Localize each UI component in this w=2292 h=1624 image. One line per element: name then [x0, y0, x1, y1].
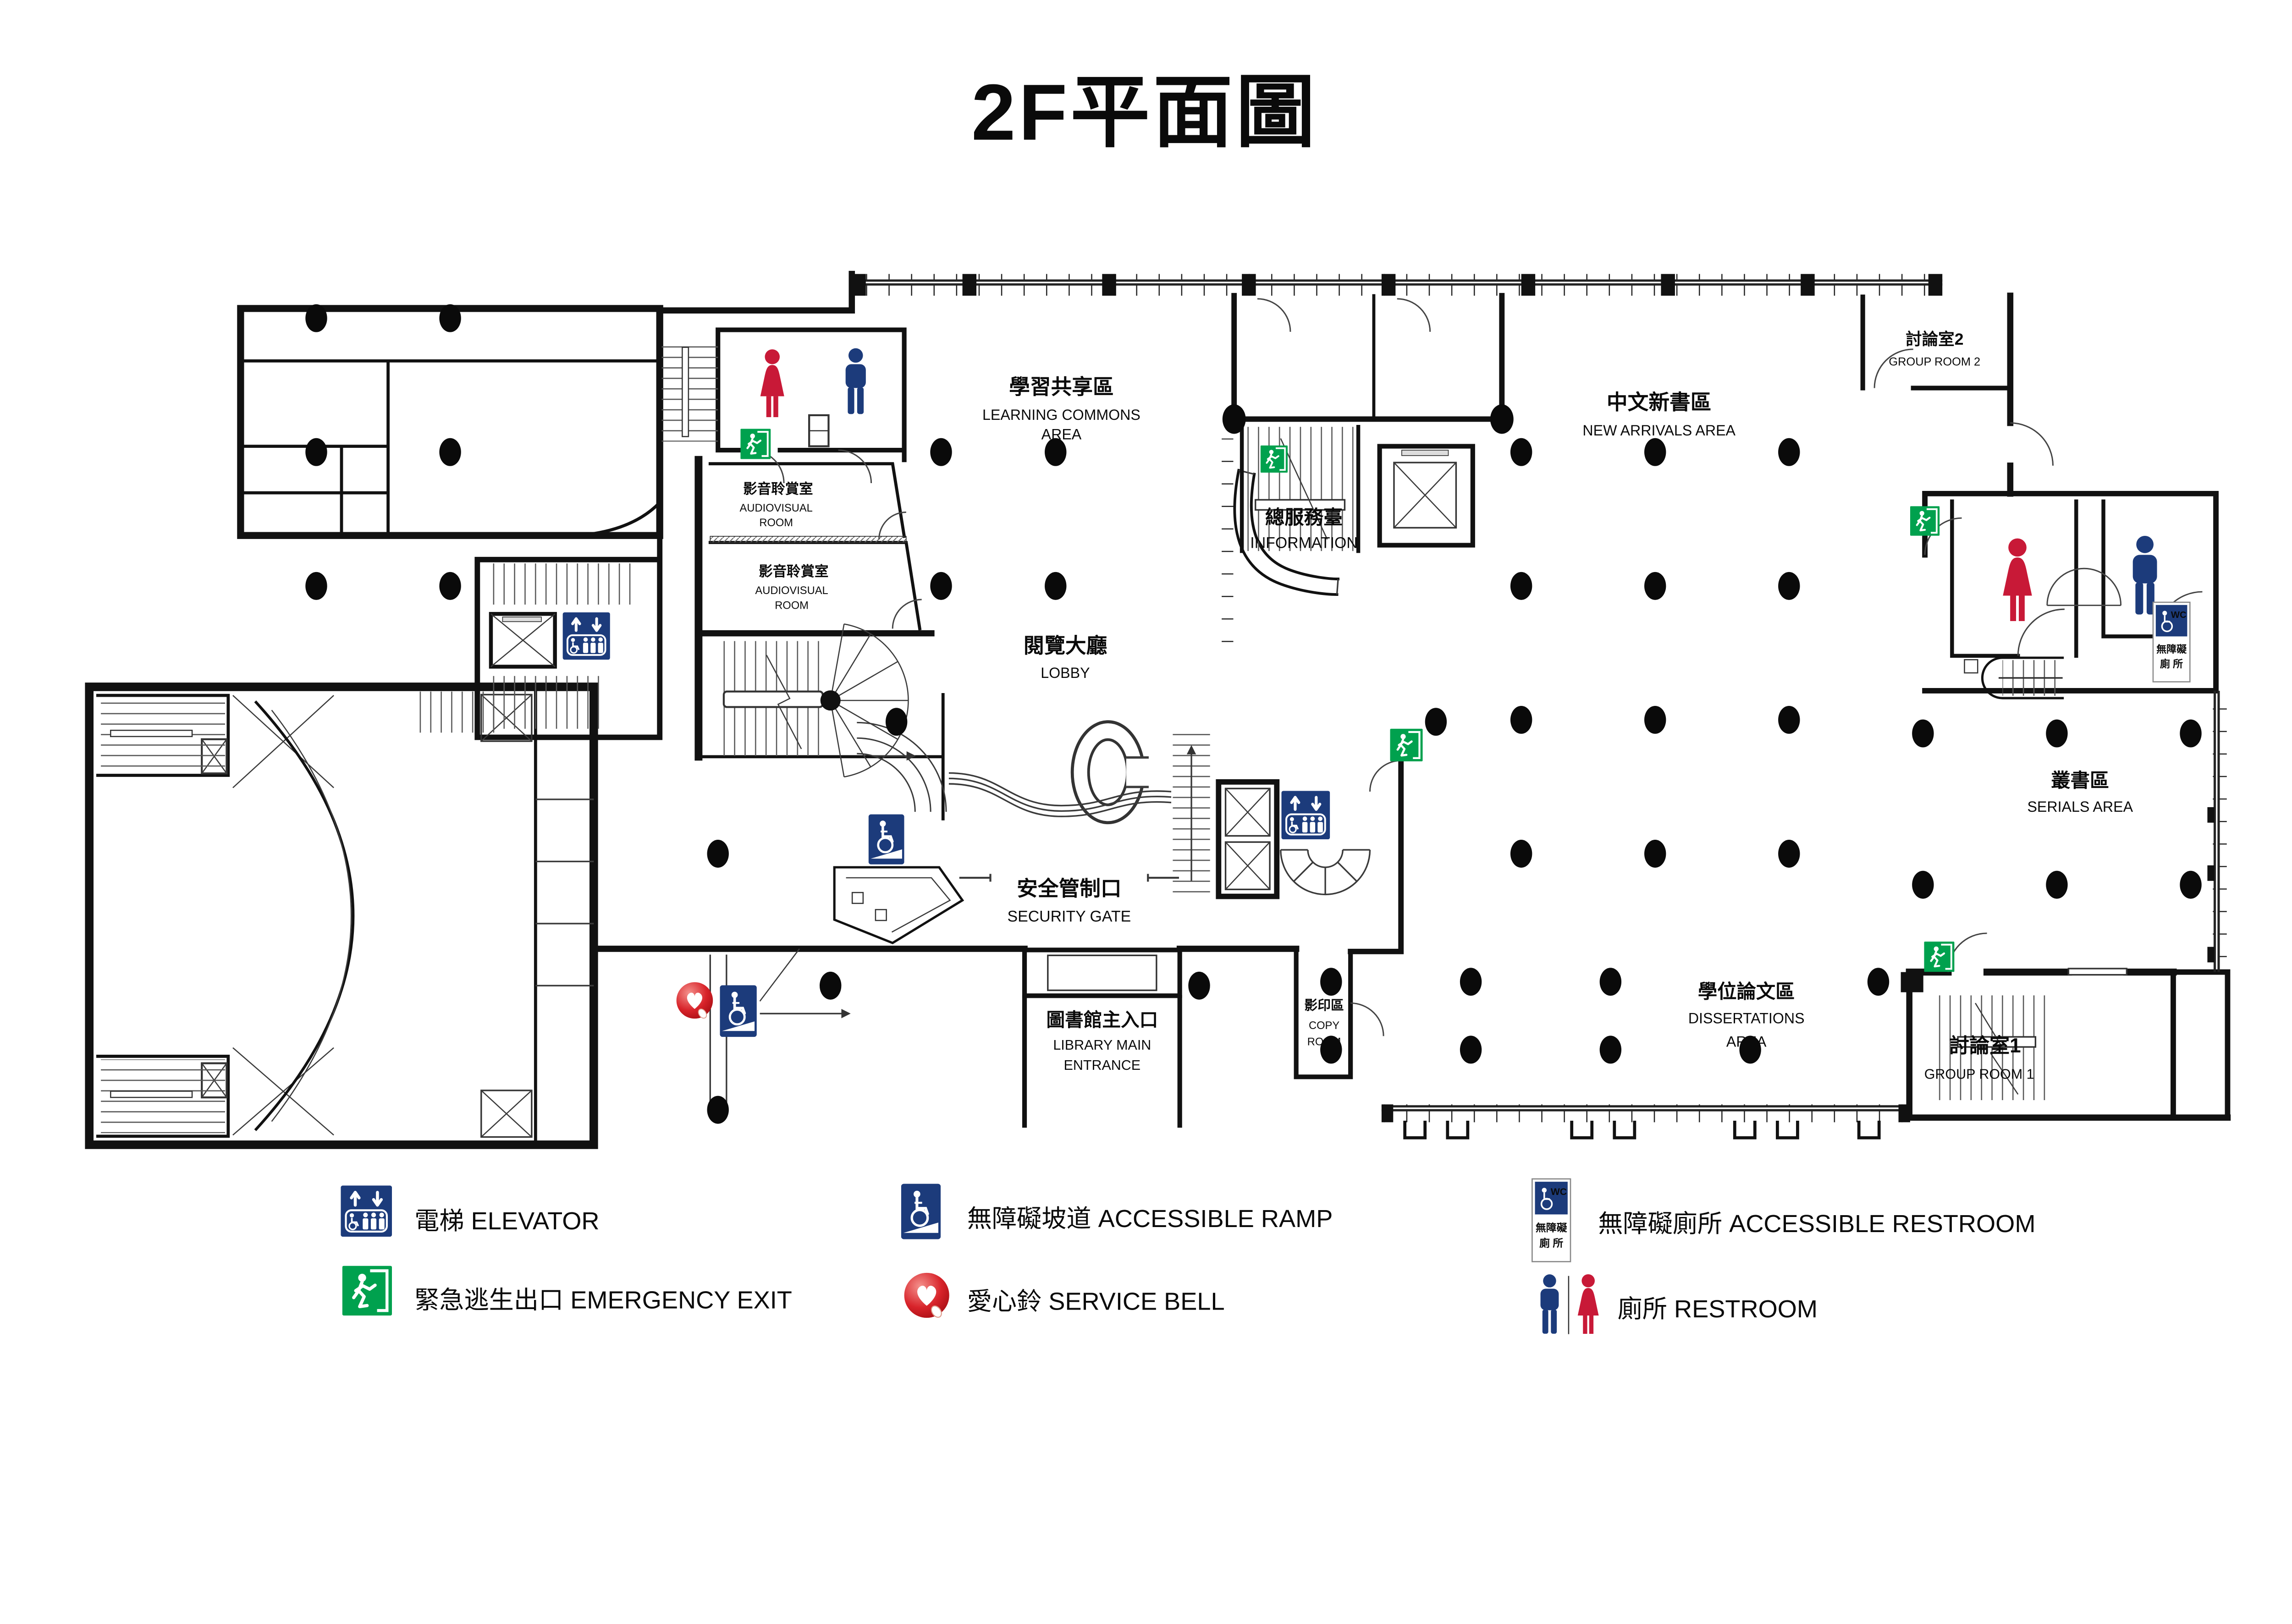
legend-service-bell-label: 愛心鈴 SERVICE BELL [967, 1288, 1225, 1315]
legend-woman-icon [1577, 1274, 1599, 1334]
legend-accessible-restroom-zh-2: 廁 所 [1539, 1237, 1563, 1249]
label-new-arrivals-zh: 中文新書區 [1607, 391, 1712, 414]
curtain-wall-bands [852, 274, 2227, 1140]
walls-heavy [85, 270, 2231, 1149]
legend-accessible-ramp-icon [901, 1184, 941, 1239]
label-dissertations-en1: DISSERTATIONS [1688, 1010, 1805, 1026]
legend-accessible-ramp-label: 無障礙坡道 ACCESSIBLE RAMP [967, 1205, 1333, 1233]
label-group-room-2-zh: 討論室2 [1906, 330, 1963, 348]
label-main-entrance-en1: LIBRARY MAIN [1053, 1037, 1151, 1053]
floor-plan-canvas: 2F平面圖 [85, 68, 2231, 1334]
label-audiovisual-upper-en1: AUDIOVISUAL [740, 502, 813, 514]
stairs [101, 341, 2053, 1134]
man-restroom-icon [845, 348, 866, 414]
legend: 電梯 ELEVATOR 緊急逃生出口 EMERGENCY EXIT 無障礙坡道 … [341, 1178, 2035, 1334]
legend-emergency-exit-icon [342, 1266, 392, 1316]
accessible-restroom-sign: WC 無障礙 廁 所 [2152, 601, 2191, 683]
label-information-en: INFORMATION [1250, 534, 1358, 551]
accessible-ramp-icon [720, 985, 756, 1037]
page-title: 2F平面圖 [971, 68, 1318, 157]
legend-emergency-exit-label: 緊急逃生出口 EMERGENCY EXIT [414, 1287, 792, 1314]
label-main-entrance-zh: 圖書館主入口 [1046, 1009, 1158, 1030]
label-security-gate-en: SECURITY GATE [1008, 908, 1131, 925]
label-copy-room-en1: COPY [1309, 1020, 1339, 1032]
label-learning-commons-zh: 學習共享區 [1009, 375, 1114, 398]
label-dissertations-zh: 學位論文區 [1698, 980, 1795, 1002]
woman-restroom-icon [760, 349, 784, 418]
label-new-arrivals-en: NEW ARRIVALS AREA [1582, 422, 1736, 439]
label-learning-commons-en1: LEARNING COMMONS [982, 407, 1140, 423]
wc-label: WC [2171, 610, 2187, 620]
legend-restroom-label: 廁所 RESTROOM [1618, 1295, 1818, 1323]
legend-service-bell-icon [904, 1272, 949, 1318]
label-group-room-1-en: GROUP ROOM 1 [1924, 1067, 2034, 1082]
label-audiovisual-lower-en2: ROOM [775, 600, 809, 611]
label-lobby-en: LOBBY [1041, 665, 1090, 681]
label-serials-en: SERIALS AREA [2027, 798, 2133, 815]
label-serials-zh: 叢書區 [2051, 770, 2109, 791]
label-dissertations-en2: AREA [1726, 1033, 1767, 1050]
label-audiovisual-lower-en1: AUDIOVISUAL [755, 585, 828, 597]
emergency-exit-icon [1924, 941, 1954, 972]
woman-restroom-icon [2003, 538, 2032, 621]
elevator-icon [1281, 791, 1330, 839]
area-labels: 學習共享區 LEARNING COMMONS AREA 中文新書區 NEW AR… [740, 330, 2133, 1082]
label-audiovisual-upper-zh: 影音聆賞室 [743, 481, 813, 497]
legend-elevator-icon [341, 1185, 392, 1237]
label-group-room-1-zh: 討論室1 [1949, 1034, 2021, 1057]
label-copy-room-en2: ROOM [1307, 1036, 1341, 1048]
structural-columns [305, 304, 2202, 1124]
label-security-gate-zh: 安全管制口 [1017, 877, 1122, 900]
legend-elevator-label: 電梯 ELEVATOR [414, 1207, 599, 1235]
legend-accessible-restroom-icon: WC 無障礙 廁 所 [1532, 1178, 1571, 1262]
label-lobby-zh: 閱覽大廳 [1023, 634, 1107, 657]
label-audiovisual-upper-en2: ROOM [759, 517, 793, 529]
emergency-exit-icon [1390, 729, 1423, 761]
accessible-restroom-zh-1: 無障礙 [2156, 644, 2187, 655]
emergency-exit-icon [740, 429, 771, 459]
label-group-room-2-en: GROUP ROOM 2 [1889, 355, 1980, 368]
label-main-entrance-en2: ENTRANCE [1064, 1057, 1141, 1073]
legend-man-icon [1540, 1274, 1559, 1334]
service-bell-icon [676, 982, 713, 1019]
accessible-ramp-icon [869, 815, 904, 864]
doors [751, 298, 2203, 1036]
legend-accessible-restroom-label: 無障礙廁所 ACCESSIBLE RESTROOM [1598, 1210, 2035, 1238]
legend-accessible-restroom-zh-1: 無障礙 [1536, 1222, 1567, 1233]
emergency-exit-icon [1910, 506, 1939, 535]
label-copy-room-zh: 影印區 [1304, 998, 1344, 1013]
legend-wc-label: WC [1551, 1187, 1567, 1197]
label-learning-commons-en2: AREA [1041, 426, 1082, 442]
label-information-zh: 總服務臺 [1265, 506, 1343, 528]
elevator-icon [563, 612, 610, 660]
label-audiovisual-lower-zh: 影音聆賞室 [759, 563, 828, 579]
accessible-restroom-zh-2: 廁 所 [2160, 658, 2183, 670]
emergency-exit-icon [1261, 446, 1288, 473]
plan-icons: WC 無障礙 廁 所 [563, 348, 2191, 1037]
